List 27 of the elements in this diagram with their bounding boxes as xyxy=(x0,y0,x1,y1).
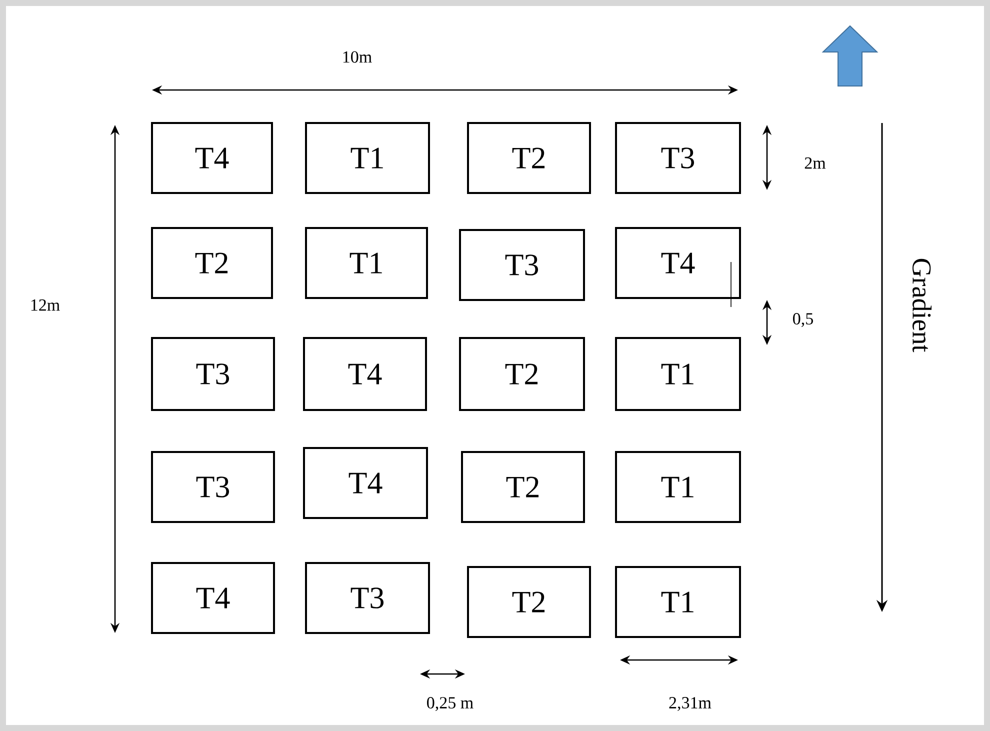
dimension-label: 10m xyxy=(343,51,372,63)
plot-box: T2 xyxy=(467,566,591,638)
plot-box: T1 xyxy=(615,337,741,411)
plot-box: T2 xyxy=(151,227,273,299)
dimension-label: 0,5 xyxy=(793,313,813,327)
plot-box: T4 xyxy=(151,562,275,634)
dimension-label: 12m xyxy=(31,299,60,311)
plot-box: T3 xyxy=(151,337,275,411)
plot-box: T3 xyxy=(459,229,585,301)
plot-box: T3 xyxy=(615,122,741,194)
plot-box: T3 xyxy=(151,451,275,523)
dimension-label: 2m xyxy=(804,157,826,169)
gradient-label: Gradient xyxy=(912,258,932,352)
plot-box: T1 xyxy=(305,227,428,299)
plot-box: T2 xyxy=(467,122,591,194)
plot-box: T2 xyxy=(461,451,585,523)
dimension-label: 0,25 m xyxy=(427,697,474,711)
plot-box: T2 xyxy=(459,337,585,411)
plot-box: T4 xyxy=(303,337,427,411)
dimension-label: 2,31m xyxy=(669,697,712,711)
plot-box: T4 xyxy=(615,227,741,299)
plot-box: T1 xyxy=(615,566,741,638)
plot-box: T4 xyxy=(303,447,428,519)
plot-box: T3 xyxy=(305,562,430,634)
plot-box: T1 xyxy=(615,451,741,523)
plot-box: T1 xyxy=(305,122,430,194)
plot-box: T4 xyxy=(151,122,273,194)
